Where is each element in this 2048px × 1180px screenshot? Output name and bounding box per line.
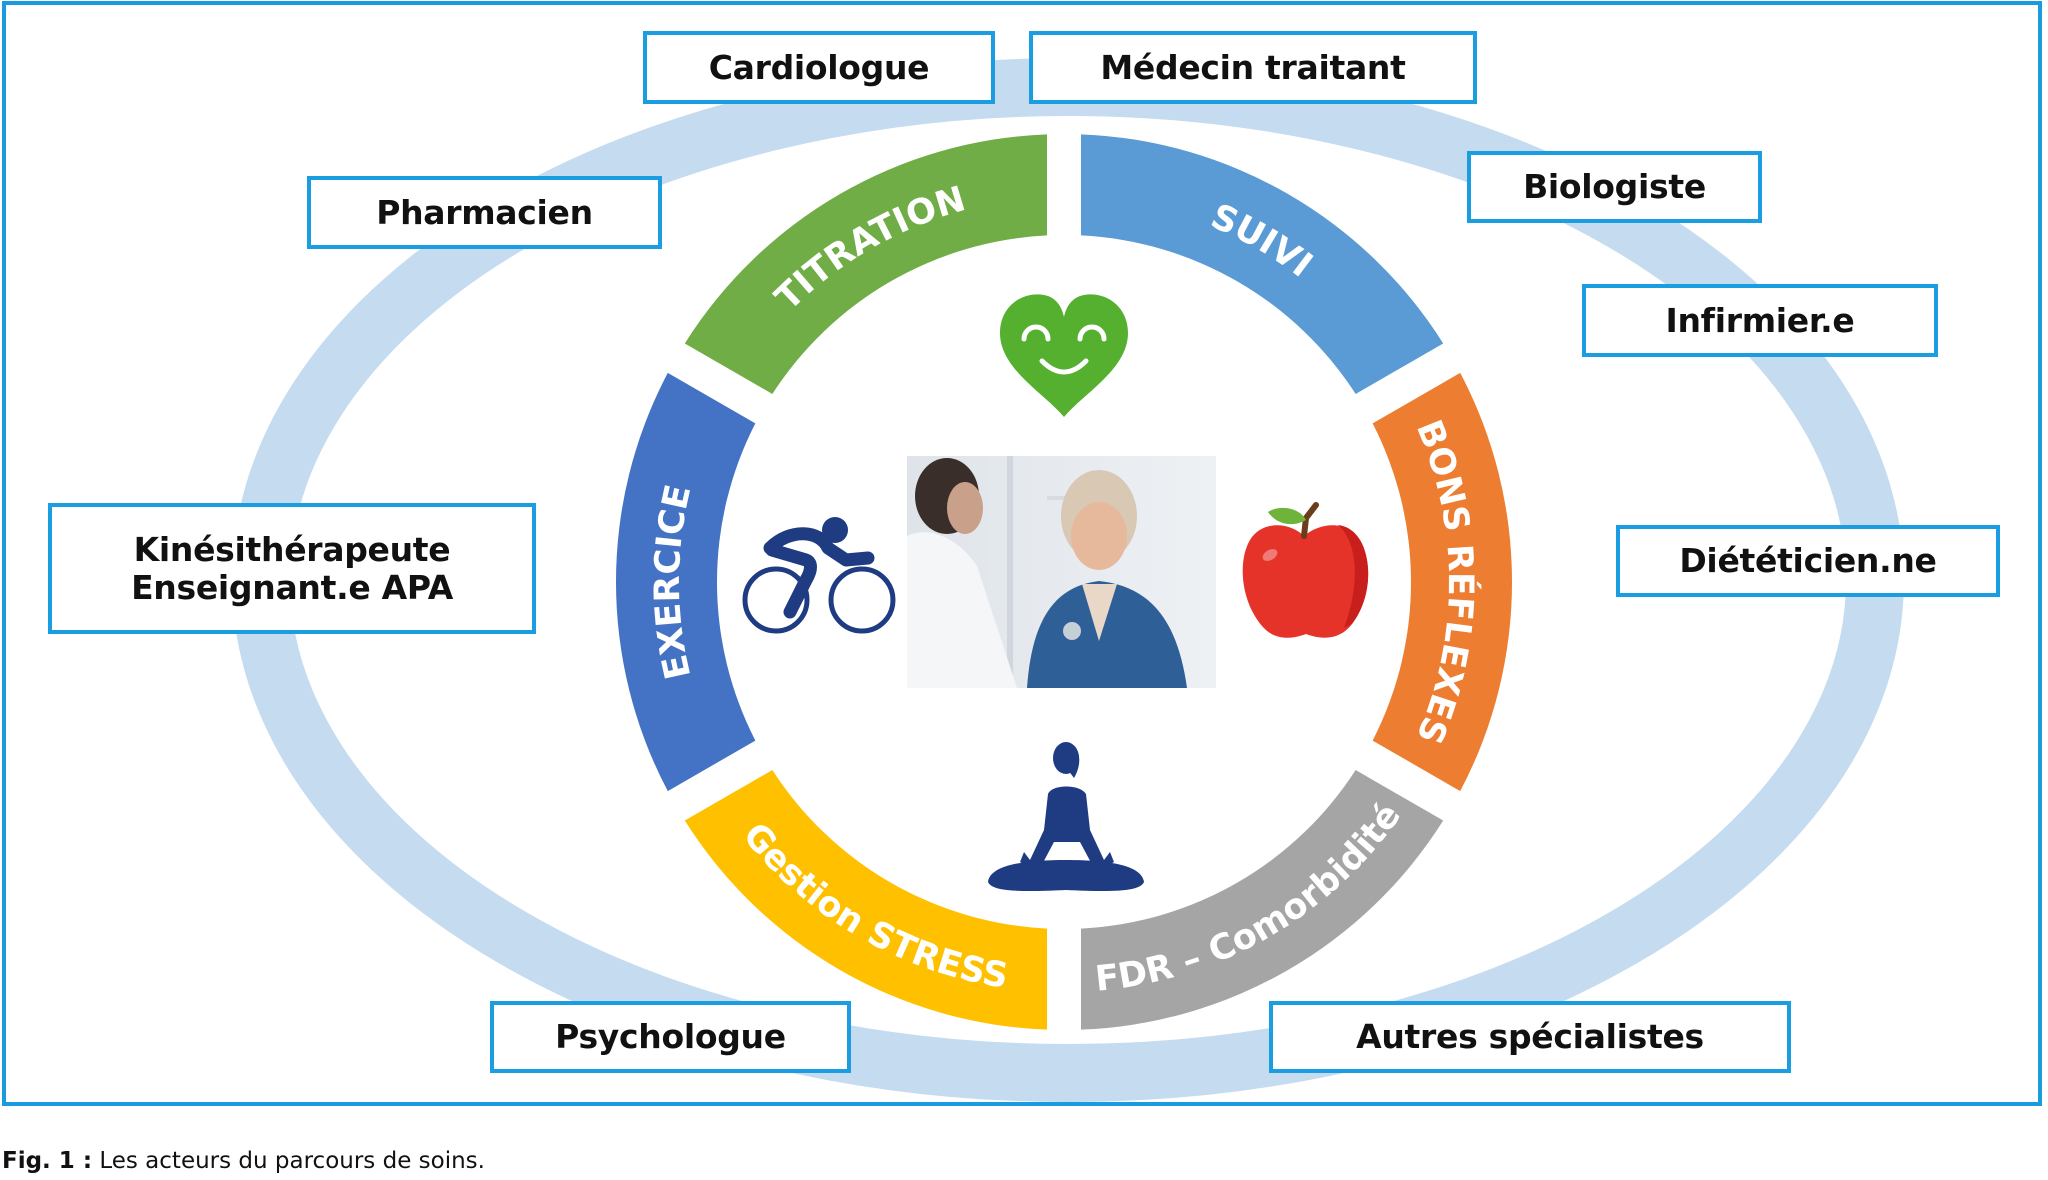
actor-label-line-1: Kinésithérapeute [133, 529, 451, 569]
doctor-patient-photo [907, 456, 1216, 688]
ring-segment-bons-reflexes [1372, 372, 1512, 792]
actor-box-biologiste: Biologiste [1467, 151, 1762, 223]
smiling-heart-icon [1000, 294, 1128, 417]
meditation-icon [988, 742, 1144, 892]
apple-icon [1242, 502, 1369, 638]
actor-box-cardiologue: Cardiologue [643, 31, 995, 104]
actor-label: Biologiste [1523, 167, 1706, 207]
ring-segment-exercice [615, 372, 756, 792]
ring-segment-suivi [1081, 134, 1444, 394]
actor-label: Infirmier.e [1665, 300, 1855, 340]
actor-box-dieteticien: Diététicien.ne [1616, 525, 2000, 597]
actor-box-autres-specialistes: Autres spécialistes [1269, 1001, 1791, 1073]
actor-label: Pharmacien [376, 192, 593, 232]
actor-label: Cardiologue [708, 47, 930, 87]
caption-label: Fig. 1 : [2, 1148, 93, 1174]
actor-box-kinesitherapeute: Kinésithérapeute Enseignant.e APA [48, 503, 536, 634]
actor-box-pharmacien: Pharmacien [307, 176, 662, 249]
figure-caption: Fig. 1 : Les acteurs du parcours de soin… [2, 1148, 485, 1174]
cyclist-icon [742, 517, 896, 634]
actor-box-psychologue: Psychologue [490, 1001, 851, 1073]
ring-segment-fdr-comorbidite [1081, 770, 1444, 1030]
actor-box-medecin-traitant: Médecin traitant [1029, 31, 1477, 104]
actor-label: Autres spécialistes [1356, 1017, 1704, 1057]
actor-label: Psychologue [555, 1017, 786, 1057]
caption-text: Les acteurs du parcours de soins. [92, 1148, 485, 1174]
ring-segment-gestion-stress [684, 770, 1047, 1030]
ring-segment-titration [684, 134, 1047, 394]
actor-label: Médecin traitant [1100, 47, 1406, 87]
actor-label: Diététicien.ne [1679, 541, 1937, 581]
actor-box-infirmier: Infirmier.e [1582, 284, 1938, 357]
actor-label-line-2: Enseignant.e APA [131, 567, 453, 607]
